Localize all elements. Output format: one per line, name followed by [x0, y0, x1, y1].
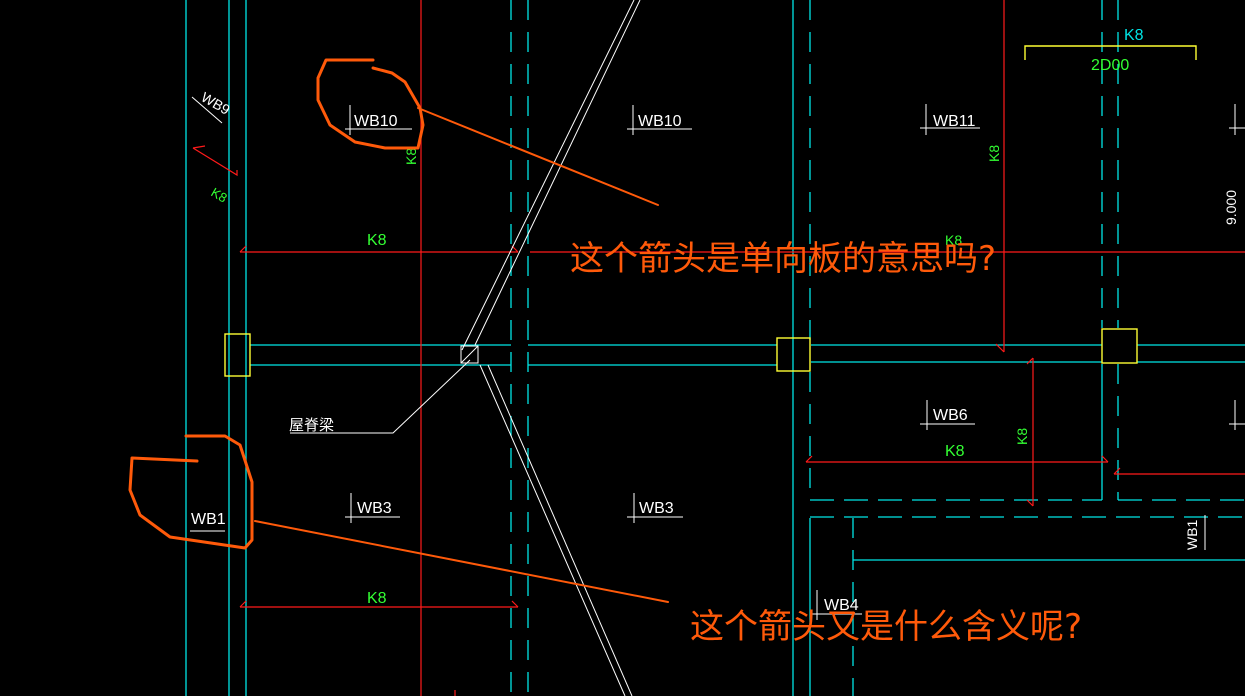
circle-annotation-wb1 [128, 434, 254, 550]
leader-line-2 [254, 520, 669, 603]
rebar-label-k8-top: K8 [367, 232, 387, 249]
rebar-label-k8-bottom: K8 [367, 590, 387, 607]
slab-label-wb10-right: WB10 [638, 113, 682, 130]
rebar-lines [192, 0, 1245, 696]
slab-label-wb4: WB4 [824, 597, 859, 614]
ridge-beam-label: 屋脊梁 [289, 416, 334, 434]
rebar-label-k8-mid: K8 [945, 232, 962, 248]
rebar-labels: K8 K8 K8 K8 K8 K8 K8 K8 2D00 [209, 57, 1130, 607]
slab-label-wb3-right: WB3 [639, 500, 674, 517]
question-one-arrow-meaning: 这个箭头是单向板的意思吗? [570, 239, 996, 279]
rebar-label-k8-diagonal: K8 [209, 185, 230, 206]
circle-annotation-wb10 [316, 58, 425, 150]
slab-labels: WB9 WB10 WB10 WB11 WB6 WB1 WB3 WB3 WB4 W… [190, 89, 1245, 620]
slab-label-wb3-left: WB3 [357, 500, 392, 517]
annotation-markup [128, 58, 669, 603]
slab-label-wb6: WB6 [933, 407, 968, 424]
ridge-beam [290, 0, 641, 696]
column-right [1101, 328, 1138, 364]
slab-label-wb1: WB1 [191, 511, 226, 528]
slab-label-wb11: WB11 [933, 113, 975, 130]
elevation-label: 9.000 [1223, 190, 1239, 225]
beam-grid-lines [185, 0, 1245, 696]
rebar-label-k8-vert-3: K8 [1014, 428, 1030, 445]
column-middle [776, 337, 811, 372]
annotation-questions: 这个箭头是单向板的意思吗? 这个箭头又是什么含义呢? [570, 239, 1082, 647]
axis-label-k8: K8 [1124, 27, 1144, 44]
slab-label-wb1-rotated: WB1 [1184, 519, 1200, 550]
rebar-label-k8-vert-1: K8 [403, 148, 419, 165]
dimension-value: 2D00 [1091, 57, 1129, 74]
question-two-arrow-meaning: 这个箭头又是什么含义呢? [690, 607, 1082, 647]
rebar-label-k8-vert-2: K8 [986, 145, 1002, 162]
column-left [224, 333, 251, 377]
dimension-bracket [1024, 45, 1197, 60]
rebar-label-k8-wb6: K8 [945, 443, 965, 460]
slab-label-wb10-left: WB10 [354, 113, 398, 130]
columns [224, 45, 1197, 377]
leader-line-1 [417, 107, 659, 206]
